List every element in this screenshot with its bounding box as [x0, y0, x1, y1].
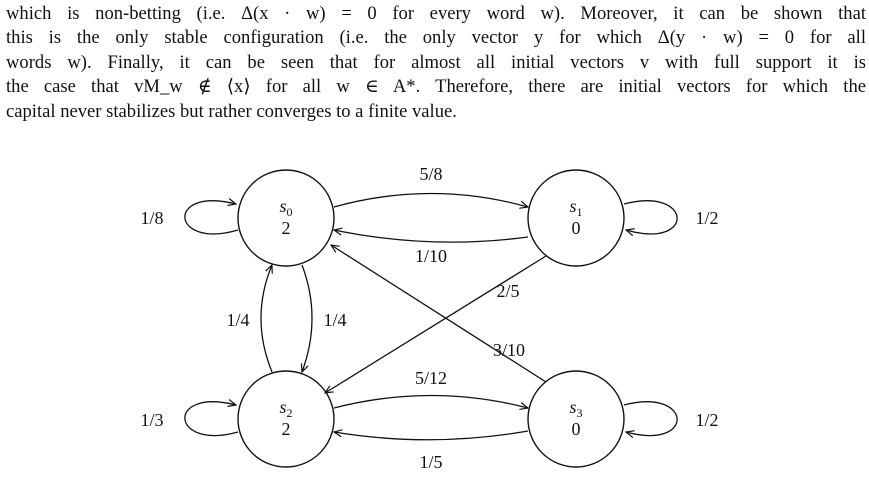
paragraph-line-2: this is the only stable configuration (i…: [6, 27, 866, 49]
svg-text:s1: s1: [569, 196, 582, 219]
state-s3-name: s: [569, 397, 576, 417]
state-s1: s1 0: [527, 169, 625, 267]
state-s1-sub: 1: [577, 205, 583, 219]
state-s2-value: 2: [282, 419, 291, 439]
svg-text:s3: s3: [569, 397, 582, 420]
edge-s1-s0: [334, 230, 529, 243]
edge-label-s1-s0: 1/10: [415, 246, 447, 266]
edge-s1-s1: [623, 200, 678, 234]
edge-label-s2-s0: 1/4: [226, 310, 249, 330]
edge-label-s3-s3: 1/2: [695, 410, 718, 430]
edge-s1-s2: [325, 255, 547, 393]
state-s3-value: 0: [572, 419, 581, 439]
state-s1-name: s: [569, 196, 576, 216]
paragraph-line-1: which is non-betting (i.e. Δ(x · w) = 0 …: [6, 3, 866, 24]
edge-label-s3-s0: 3/10: [493, 340, 525, 360]
edge-s2-s2: [184, 402, 239, 437]
edge-label-s0-s1: 5/8: [419, 164, 442, 184]
state-s1-value: 0: [572, 218, 581, 238]
edge-label-s2-s3: 5/12: [415, 368, 447, 388]
state-s2-name: s: [279, 397, 286, 417]
state-s0-name: s: [279, 196, 286, 216]
state-s0-sub: 0: [287, 205, 293, 219]
svg-text:s2: s2: [279, 397, 292, 420]
edge-s0-s1: [333, 192, 528, 208]
edge-label-s0-s0: 1/8: [140, 208, 163, 228]
edge-s3-s0: [331, 245, 547, 383]
state-s3: s3 0: [527, 370, 625, 468]
state-s0-value: 2: [282, 218, 291, 238]
edge-s3-s2: [334, 431, 529, 441]
state-s3-sub: 3: [577, 406, 583, 420]
state-s2: s2 2: [237, 370, 335, 468]
edge-label-s0-s2: 1/4: [323, 310, 346, 330]
svg-text:s0: s0: [279, 196, 292, 219]
edge-s0-s0: [184, 201, 239, 235]
edge-label-s2-s2: 1/3: [140, 410, 163, 430]
edge-s3-s3: [623, 401, 678, 436]
paragraph-line-4: the case that vM_w ∉ ⟨x⟩ for all w ∈ A*.…: [6, 76, 866, 98]
paragraph-line-5: capital never stabilizes but rather conv…: [6, 100, 457, 122]
state-s0: s0 2: [237, 169, 335, 267]
edge-s2-s0: [260, 265, 272, 373]
edge-s2-s3: [333, 394, 528, 409]
paragraph-line-3: words w). Finally, it can be seen that f…: [6, 51, 866, 73]
body-paragraph: which is non-betting (i.e. Δ(x · w) = 0 …: [6, 2, 866, 124]
state-s2-sub: 2: [287, 406, 293, 420]
edge-label-s3-s2: 1/5: [419, 452, 442, 472]
edge-s0-s2: [302, 264, 313, 372]
edge-label-s1-s2: 2/5: [496, 281, 519, 301]
edge-label-s1-s1: 1/2: [695, 208, 718, 228]
